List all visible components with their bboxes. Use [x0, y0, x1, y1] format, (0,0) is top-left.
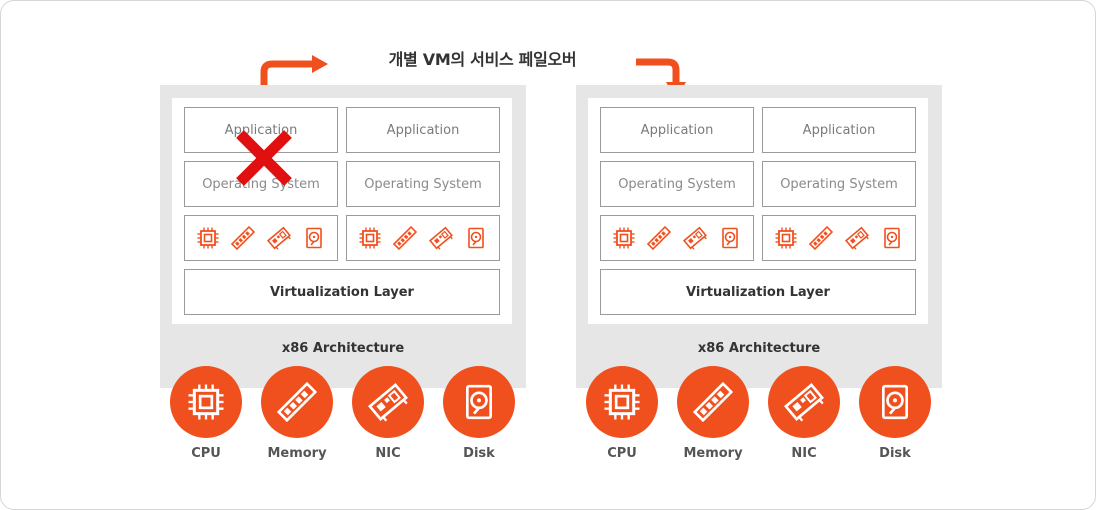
virtual-disk-icon	[880, 226, 904, 250]
virtual-disk-icon	[718, 226, 742, 250]
virtual-cpu-icon	[612, 226, 636, 250]
memory-icon	[693, 382, 733, 422]
cpu-icon	[602, 382, 642, 422]
virtual-nic-icon	[845, 226, 869, 250]
vm-operating-system-box: Operating System	[600, 161, 754, 207]
nic-icon	[368, 382, 408, 422]
hardware-cpu-circle	[170, 366, 242, 438]
vm-operating-system-box: Operating System	[762, 161, 916, 207]
vm-application-box: Application	[600, 107, 754, 153]
virtual-cpu-icon	[358, 226, 382, 250]
hardware-disk-circle	[443, 366, 515, 438]
virtual-cpu-icon	[774, 226, 798, 250]
hardware-memory-circle	[261, 366, 333, 438]
hardware-label: NIC	[375, 446, 401, 461]
hardware-memory-circle	[677, 366, 749, 438]
vm-virtual-hardware-box	[762, 215, 916, 261]
disk-icon	[459, 382, 499, 422]
vm-virtual-hardware-box	[600, 215, 754, 261]
vm-application-box: Application	[346, 107, 500, 153]
memory-icon	[277, 382, 317, 422]
hardware-label: CPU	[191, 446, 221, 461]
x86-architecture-label: x86 Architecture	[281, 341, 405, 356]
virtual-disk-icon	[302, 226, 326, 250]
vm-virtual-hardware-box	[184, 215, 338, 261]
hardware-label: NIC	[791, 446, 817, 461]
hardware-label: CPU	[607, 446, 637, 461]
hardware-disk-circle	[859, 366, 931, 438]
failover-out-arrow-icon	[260, 55, 328, 100]
hardware-label: Disk	[463, 446, 495, 461]
virtual-memory-icon	[647, 226, 671, 250]
disk-icon	[875, 382, 915, 422]
vm-operating-system-box: Operating System	[346, 161, 500, 207]
virtual-cpu-icon	[196, 226, 220, 250]
virtual-memory-icon	[231, 226, 255, 250]
virtual-memory-icon	[809, 226, 833, 250]
virtual-nic-icon	[429, 226, 453, 250]
virtualization-layer-box: Virtualization Layer	[600, 269, 916, 315]
nic-icon	[784, 382, 824, 422]
virtual-nic-icon	[683, 226, 707, 250]
hardware-label: Memory	[267, 446, 327, 461]
cpu-icon	[186, 382, 226, 422]
hardware-label: Memory	[683, 446, 743, 461]
vm-application-box: Application	[762, 107, 916, 153]
virtual-nic-icon	[267, 226, 291, 250]
virtualization-layer-box: Virtualization Layer	[184, 269, 500, 315]
virtual-memory-icon	[393, 226, 417, 250]
vm-virtual-hardware-box	[346, 215, 500, 261]
hardware-nic-circle	[352, 366, 424, 438]
hardware-nic-circle	[768, 366, 840, 438]
diagram-title: 개별 VM의 서비스 페일오버	[388, 50, 577, 69]
x86-architecture-label: x86 Architecture	[697, 341, 821, 356]
virtual-disk-icon	[464, 226, 488, 250]
failure-cross-icon	[236, 130, 292, 186]
hardware-cpu-circle	[586, 366, 658, 438]
hardware-label: Disk	[879, 446, 911, 461]
